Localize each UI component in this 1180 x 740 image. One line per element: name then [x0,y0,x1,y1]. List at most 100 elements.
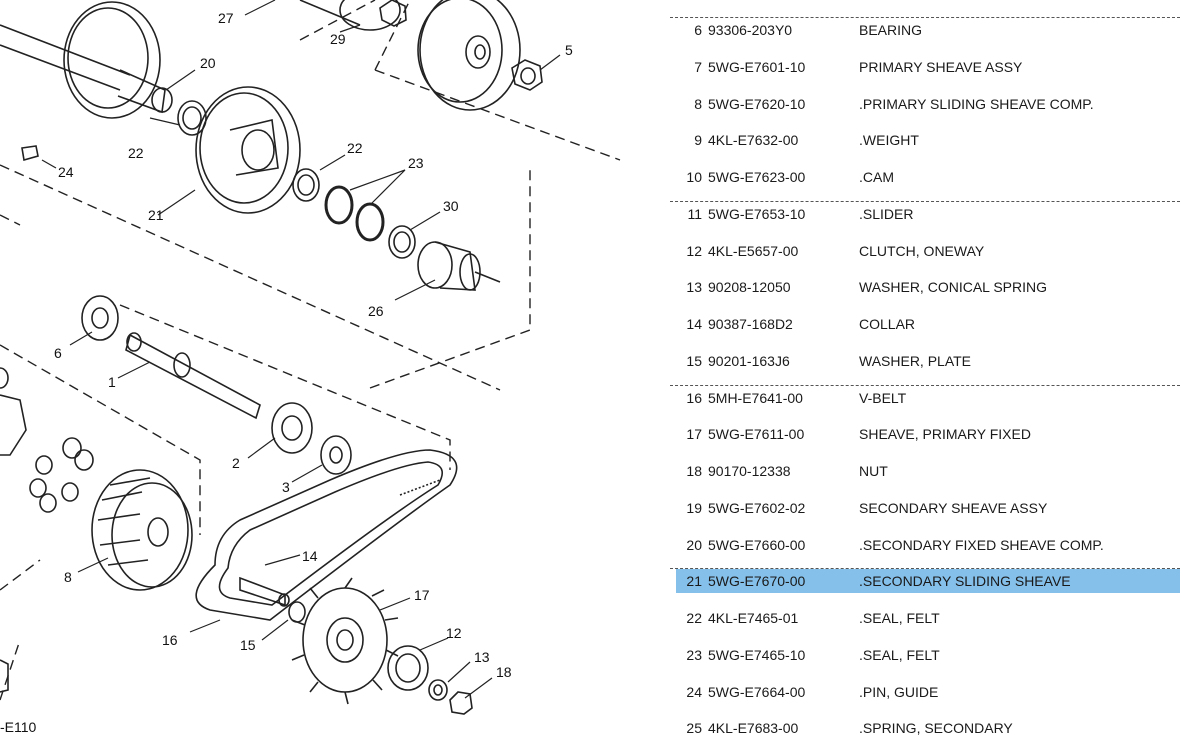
group-separator [670,384,1180,386]
part-ref-number: 11 [687,205,702,222]
callout-17[interactable]: 17 [414,587,430,603]
part-number: 4KL-E7465-01 [708,610,799,626]
callout-15[interactable]: 15 [240,637,256,653]
assembly-boundary-lines [0,0,621,701]
part-number: 90201-163J6 [708,352,790,369]
part-description: PRIMARY SHEAVE ASSY [859,58,1023,75]
callout-24[interactable]: 24 [58,164,74,180]
part-ref-number: 13 [686,279,702,296]
callout-27[interactable]: 27 [218,10,234,26]
part-ref-number: 10 [686,169,702,185]
part-ref-number: 22 [686,610,702,626]
part-ref-number: 19 [686,499,702,516]
part-description: .SLIDER [859,205,914,222]
part-description: BEARING [859,22,923,38]
secondary-shaft-part [0,0,407,119]
callout-23[interactable]: 23 [408,155,424,171]
callout-30[interactable]: 30 [443,198,459,214]
part-description: WASHER, CONICAL SPRING [859,279,1047,296]
parts-row[interactable]: 12 4KL-E5657-00 CLUTCH, ONEWAY [676,239,1180,263]
callout-22-right[interactable]: 22 [347,140,363,156]
leader-lines [41,0,561,699]
part-description: .SPRING, SECONDARY [859,720,1013,737]
part-description: SECONDARY SHEAVE ASSY [859,499,1048,516]
part-description: V-BELT [859,389,907,406]
callout-20[interactable]: 20 [200,55,216,71]
part-number: 5MH-E7641-00 [708,389,803,406]
primary-fixed-sheave-part [291,577,399,705]
part-description: .WEIGHT [859,132,919,149]
callout-29[interactable]: 29 [330,31,346,47]
part-number: 5WG-E7670-00 [708,573,806,590]
part-ref-number: 16 [686,389,702,406]
part-ref-number: 15 [686,352,702,369]
callout-1[interactable]: 1 [108,374,116,390]
parts-row[interactable]: 15 90201-163J6 WASHER, PLATE [676,349,1180,373]
collar-14-part [239,576,290,607]
parts-row[interactable]: 9 4KL-E7632-00 .WEIGHT [676,128,1180,152]
part-description: .SEAL, FELT [859,646,940,663]
part-ref-number: 20 [686,536,702,553]
callout-13[interactable]: 13 [474,649,490,665]
part-number: 90208-12050 [708,279,791,296]
part-description: SHEAVE, PRIMARY FIXED [859,426,1031,443]
callout-2[interactable]: 2 [232,455,240,471]
callout-22-left[interactable]: 22 [128,145,144,161]
callout-6[interactable]: 6 [54,345,62,361]
callout-26[interactable]: 26 [368,303,384,319]
parts-row[interactable]: 11 5WG-E7653-10 .SLIDER [676,202,1180,226]
part-ref-number: 24 [686,683,702,700]
part-ref-number: 12 [686,242,702,259]
part-number: 5WG-E7653-10 [708,205,806,222]
part-number: 4KL-E5657-00 [708,242,799,259]
callout-18[interactable]: 18 [496,664,512,680]
parts-row[interactable]: 13 90208-12050 WASHER, CONICAL SPRING [676,275,1180,299]
v-belt-part [195,449,458,621]
part-number: 90170-12338 [708,463,791,479]
parts-row[interactable]: 21 5WG-E7670-00 .SECONDARY SLIDING SHEAVE [676,569,1180,594]
parts-row[interactable]: 17 5WG-E7611-00 SHEAVE, PRIMARY FIXED [676,422,1180,446]
part-number: 5WG-E7620-10 [708,95,806,112]
part-ref-number: 25 [686,720,702,737]
part-number: 5WG-E7611-00 [708,426,805,443]
part-number: 4KL-E7632-00 [708,132,799,149]
callout-8[interactable]: 8 [64,569,72,585]
secondary-sliding-sheave-part [195,86,301,214]
part-description: .SECONDARY SLIDING SHEAVE [859,573,1071,590]
part-ref-number: 21 [686,573,702,590]
part-ref-number: 17 [686,426,702,443]
parts-row[interactable]: 16 5MH-E7641-00 V-BELT [676,386,1180,410]
part-number: 5WG-E7664-00 [708,683,806,700]
callout-5[interactable]: 5 [565,42,573,58]
part-description: WASHER, PLATE [859,352,972,369]
callout-12[interactable]: 12 [446,625,462,641]
callout-21[interactable]: 21 [148,207,164,223]
part-description: CLUTCH, ONEWAY [859,242,985,259]
primary-sliding-sheave-part [91,469,193,591]
callout-14[interactable]: 14 [302,548,318,564]
callout-16[interactable]: 16 [162,632,178,648]
part-number: 5WG-E7660-00 [708,536,806,553]
callout-3[interactable]: 3 [282,479,290,495]
nut-5-part [511,59,543,91]
group-separator [670,200,1180,202]
part-number: 90387-168D2 [708,316,793,332]
part-number: 5WG-E7601-10 [708,58,806,75]
part-description: .PRIMARY SLIDING SHEAVE COMP. [859,95,1094,112]
part-number: 5WG-E7465-10 [708,646,806,663]
part-ref-number: 14 [686,316,702,332]
part-ref-number: 9 [694,132,702,149]
part-number: 93306-203Y0 [708,22,793,38]
